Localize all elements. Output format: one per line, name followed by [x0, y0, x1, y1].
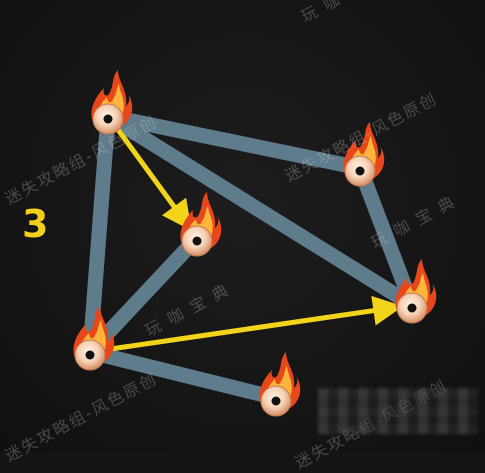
torch-right[interactable] — [395, 259, 437, 324]
node-center-dot — [407, 303, 417, 313]
torch-bottom-left[interactable] — [73, 306, 115, 371]
move-arrow — [109, 118, 192, 231]
node-center-dot — [85, 350, 95, 360]
blurred-logo — [318, 388, 478, 434]
connection-line — [352, 160, 420, 313]
torch-nodes — [73, 70, 437, 417]
torch-center[interactable] — [180, 192, 222, 257]
puzzle-board — [73, 70, 437, 417]
node-center-dot — [192, 236, 202, 246]
connection-line — [82, 108, 116, 360]
node-center-dot — [355, 166, 365, 176]
torch-top-right[interactable] — [343, 122, 385, 187]
connection-line — [100, 108, 420, 313]
node-center-dot — [271, 396, 281, 406]
move-arrows — [93, 118, 404, 354]
connection-lines — [82, 108, 420, 406]
connection-line — [100, 108, 368, 176]
step-number: 3 — [22, 202, 49, 246]
move-arrow — [93, 295, 404, 354]
node-center-dot — [103, 114, 113, 124]
connection-line — [82, 344, 284, 406]
torch-top-left[interactable] — [91, 70, 133, 135]
torch-bottom[interactable] — [259, 352, 301, 417]
